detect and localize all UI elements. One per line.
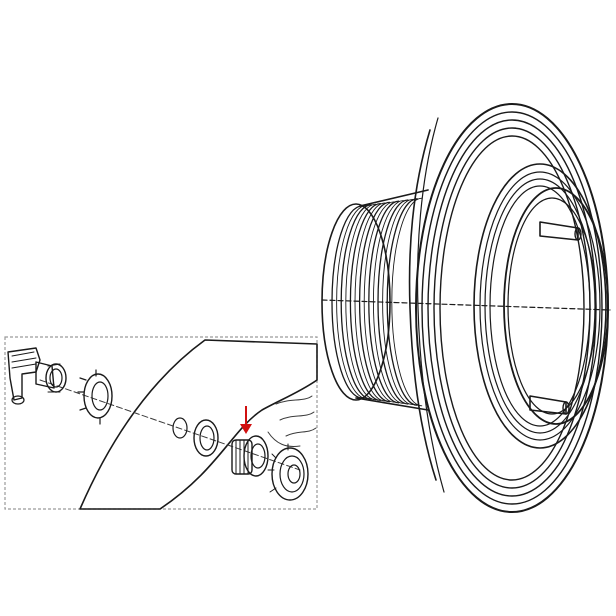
thread-ridge xyxy=(340,204,372,400)
red-arrow-down-icon xyxy=(240,406,252,434)
thread-ridge xyxy=(354,202,386,402)
gasket-small xyxy=(172,417,188,439)
jet-cover xyxy=(267,443,309,501)
assembly-inset xyxy=(4,336,318,510)
seam-line xyxy=(321,299,611,311)
thread-ridges xyxy=(331,197,423,407)
thread-ridge xyxy=(345,203,377,401)
thread-ridge xyxy=(358,201,391,403)
inset-frame xyxy=(4,336,318,510)
elbow-connector xyxy=(7,347,67,405)
inner-opening xyxy=(503,187,609,425)
thread-ridge xyxy=(331,205,363,399)
thread-ridge xyxy=(336,204,368,400)
fitting-small xyxy=(231,435,269,477)
threaded-fitting xyxy=(321,103,611,513)
lock-nut xyxy=(77,369,113,425)
bayonet-tab-top xyxy=(539,221,582,241)
thread-ridge xyxy=(368,200,400,404)
thread-ridge xyxy=(391,197,423,407)
pool-wall xyxy=(79,339,318,510)
thread-ridge xyxy=(349,202,382,402)
bayonet-tab-bottom xyxy=(529,395,570,415)
flange xyxy=(408,103,609,513)
gasket-ring xyxy=(193,419,219,457)
